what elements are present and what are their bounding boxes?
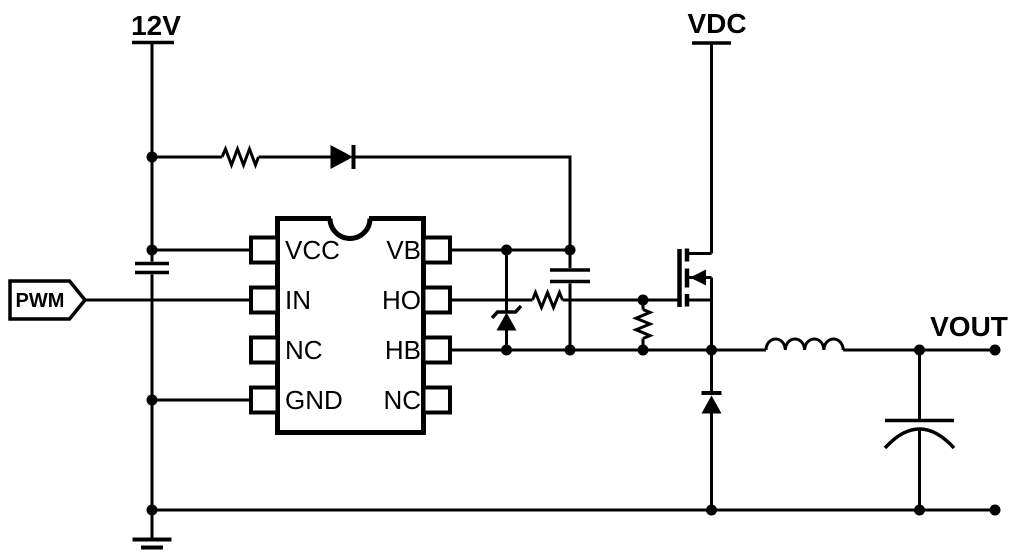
gate-pulldown-resistor [632, 300, 654, 350]
junction-dot [146, 394, 158, 406]
pin-label-vcc: VCC [285, 235, 340, 265]
junction-dot [501, 244, 512, 256]
bootstrap-resistor [220, 144, 260, 170]
zener-cathode-bar [490, 304, 523, 320]
supply-vdc-label: VDC [687, 8, 746, 39]
pin-box-in [249, 285, 280, 315]
junction-dot [914, 504, 925, 516]
pin-box-nc-left [249, 335, 280, 365]
junction-dot [146, 504, 158, 516]
terminal-dot-vout [989, 344, 1001, 356]
mosfet-body-arrow [690, 269, 706, 286]
pwm-input-flag: PWM [8, 279, 251, 321]
freewheeling-diode [701, 391, 722, 510]
pin-box-nc-right [421, 385, 452, 415]
pin-label-nc-right: NC [383, 385, 421, 415]
rail-vdc: VDC [687, 8, 747, 254]
pin-label-vb: VB [386, 235, 421, 265]
supply-12v-label: 12V [131, 10, 181, 41]
output-capacitor [883, 350, 956, 510]
junction-dot [146, 244, 158, 256]
pin-label-in: IN [285, 285, 311, 315]
terminal-dot-gnd [989, 504, 1001, 516]
pwm-label: PWM [16, 290, 65, 312]
pin-box-hb [421, 335, 452, 365]
pwm-flag-shape [8, 279, 88, 321]
pin-box-vb [421, 235, 452, 265]
gate-resistor [531, 288, 564, 312]
pin-label-gnd: GND [285, 385, 343, 415]
pin-box-gnd [249, 385, 280, 415]
ic-notch-mask [331, 213, 369, 223]
bootstrap-capacitor [550, 250, 590, 350]
junction-dot [637, 344, 649, 356]
junction-dot [637, 294, 649, 306]
bootstrap-feed-branch [152, 144, 572, 250]
rail-12v: 12V [131, 10, 181, 262]
decoupling-capacitor [135, 261, 169, 275]
bootstrap-diode [330, 145, 356, 169]
junction-dot [914, 344, 925, 356]
pin-box-ho [421, 285, 452, 315]
junction-dot [501, 344, 512, 356]
junction-dots [146, 151, 1001, 516]
vout-label: VOUT [930, 311, 1008, 342]
ic-body [275, 216, 426, 435]
gate-drive-branch [450, 288, 680, 312]
ic-notch [327, 218, 373, 241]
inductor-coils [764, 337, 845, 351]
junction-dot [706, 504, 717, 516]
pin-label-hb: HB [385, 335, 421, 365]
pin-box-vcc [249, 235, 280, 265]
ic-gate-driver: VCC IN NC GND VB HO HB NC [249, 213, 452, 435]
output-cap-curved-plate [883, 427, 956, 450]
junction-dot [564, 244, 576, 256]
ground-symbol [132, 510, 172, 550]
junction-dot [146, 151, 158, 163]
pin-label-nc-left: NC [285, 335, 323, 365]
junction-dot [706, 344, 717, 356]
pin-label-ho: HO [382, 285, 421, 315]
mosfet [677, 248, 713, 393]
junction-dot [564, 344, 576, 356]
